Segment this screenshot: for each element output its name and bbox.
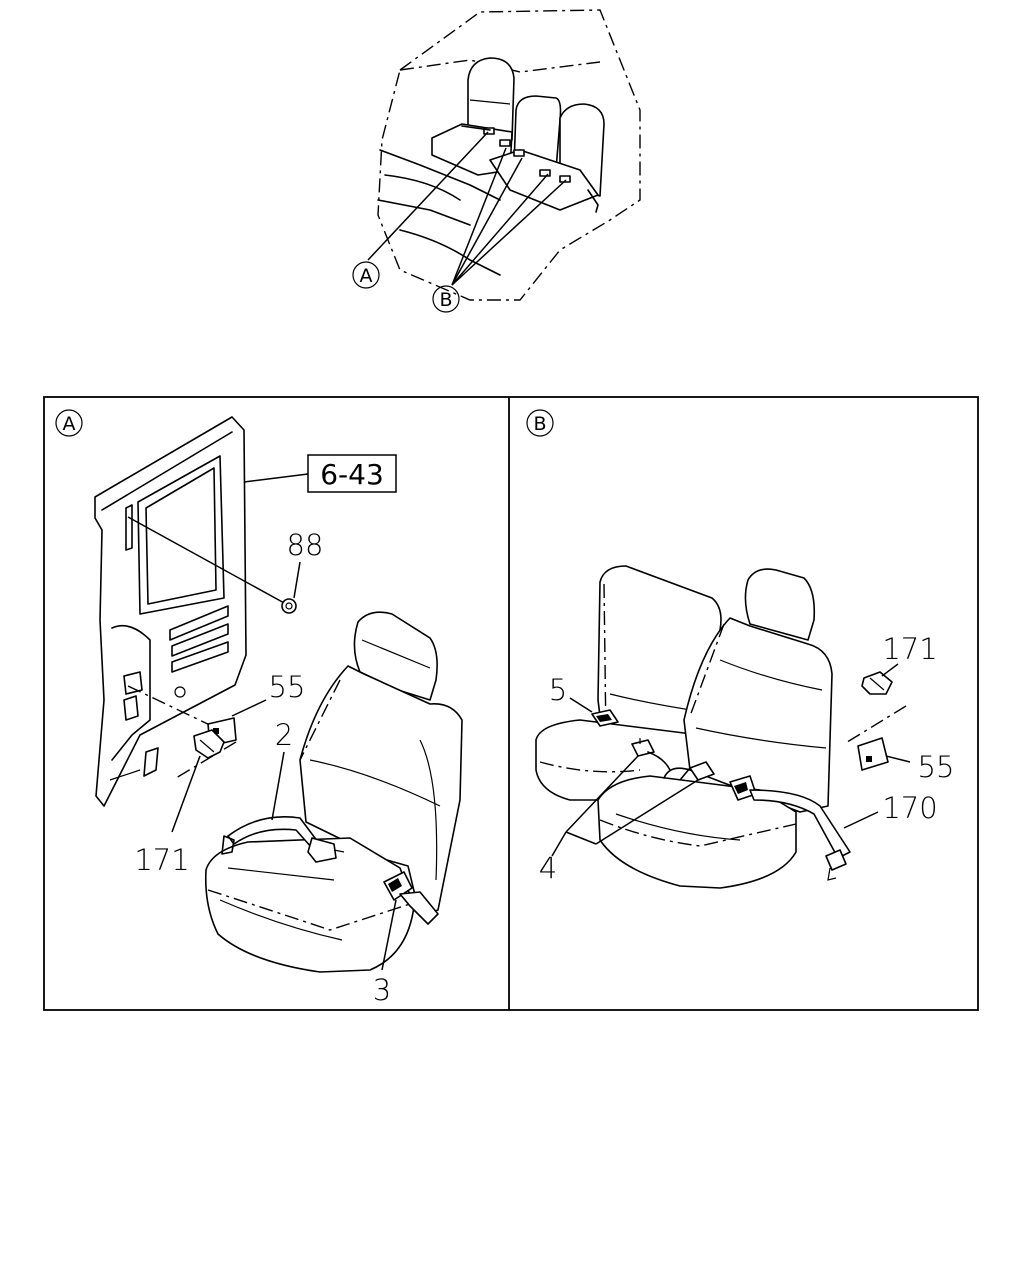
- svg-text:B: B: [533, 413, 546, 435]
- panel-frame: [43, 396, 979, 1011]
- svg-text:5: 5: [549, 673, 567, 707]
- seat-belt-buckle-3: 3: [373, 871, 439, 1007]
- side-trim-panel: [94, 416, 247, 807]
- panel-a-header: A: [55, 409, 83, 437]
- seat-belt-2: 2: [221, 718, 345, 863]
- ref-leader: [243, 473, 309, 483]
- seat-belt-170: 170: [729, 775, 938, 881]
- svg-text:4: 4: [539, 851, 557, 885]
- bolt-171-a: 171: [134, 729, 225, 877]
- ref-box-6-43: 6-43: [307, 454, 397, 493]
- svg-text:55: 55: [918, 750, 955, 784]
- svg-text:55: 55: [269, 670, 306, 704]
- overview-callout-b: B: [432, 285, 460, 313]
- passenger-seat: [597, 568, 833, 889]
- svg-text:B: B: [439, 289, 452, 311]
- overview-callout-a: A: [352, 261, 380, 289]
- buckle-5: 5: [549, 673, 619, 727]
- svg-text:170: 170: [882, 791, 937, 825]
- driver-seat: [204, 611, 463, 973]
- overview-leaders: [367, 131, 567, 286]
- svg-text:6-43: 6-43: [320, 458, 384, 491]
- clip-55-b: 55: [857, 737, 955, 784]
- cab-overview-illustration: [377, 9, 641, 301]
- svg-text:171: 171: [134, 843, 189, 877]
- bolt-171-b: 171: [843, 632, 938, 745]
- svg-text:2: 2: [275, 718, 293, 752]
- svg-text:171: 171: [882, 632, 937, 666]
- nut-88: 88: [127, 516, 324, 614]
- buckles-4: 4: [539, 738, 715, 885]
- panel-b-header: B: [526, 409, 554, 437]
- svg-text:3: 3: [373, 973, 391, 1007]
- svg-text:A: A: [360, 265, 373, 287]
- svg-text:A: A: [63, 413, 76, 435]
- svg-text:88: 88: [287, 528, 324, 562]
